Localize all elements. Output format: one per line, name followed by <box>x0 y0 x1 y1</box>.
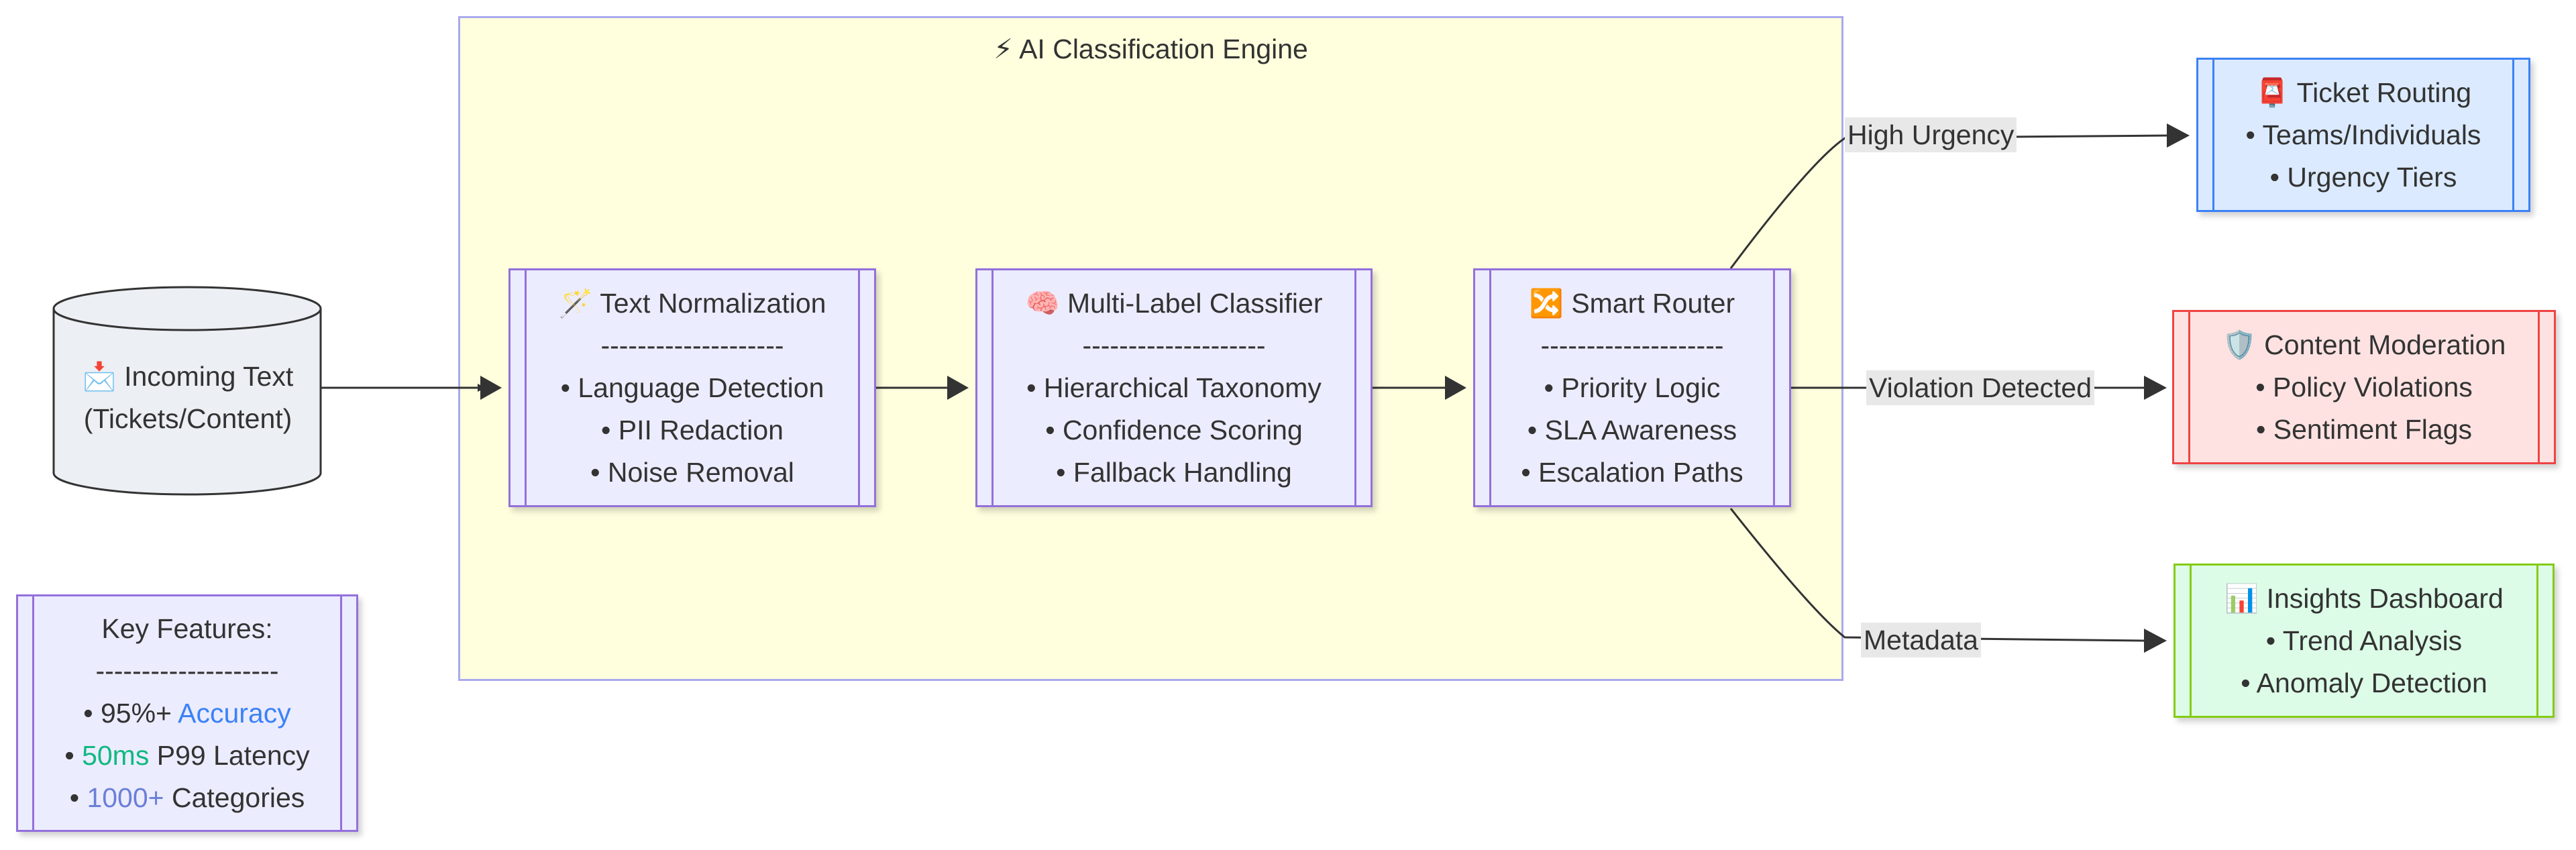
node-separator: -------------------- <box>95 655 279 686</box>
edge-router-to-routing <box>1729 134 2167 269</box>
node-item: • Language Detection <box>560 372 824 403</box>
arrowhead-routing <box>2167 123 2190 148</box>
node-title: 🧠 Multi-Label Classifier <box>1025 287 1323 319</box>
arrowhead-classifier <box>947 376 969 400</box>
incoming-text-subtitle: (Tickets/Content) <box>83 403 292 434</box>
node-item: • Escalation Paths <box>1521 456 1743 488</box>
content-moderation-node: 🛡️ Content Moderation • Policy Violation… <box>2172 310 2556 464</box>
node-item: • Policy Violations <box>2255 371 2473 403</box>
incoming-text-node: 📩 Incoming Text (Tickets/Content) <box>54 356 322 440</box>
ticket-routing-node: 📮 Ticket Routing • Teams/Individuals • U… <box>2196 58 2530 212</box>
key-features-title: Key Features: <box>101 613 273 644</box>
node-separator: -------------------- <box>1082 329 1266 361</box>
node-title: 🔀 Smart Router <box>1529 287 1735 319</box>
node-item: • Confidence Scoring <box>1045 414 1303 445</box>
node-item: • Hierarchical Taxonomy <box>1026 372 1322 403</box>
incoming-text-cylinder <box>52 286 322 496</box>
key-features-node: Key Features: -------------------- • 95%… <box>16 594 358 832</box>
feature-latency: • 50ms P99 Latency <box>64 739 310 771</box>
node-item: • Anomaly Detection <box>2241 667 2487 698</box>
node-item: • Priority Logic <box>1544 372 1721 403</box>
node-title: 📮 Ticket Routing <box>2255 76 2472 108</box>
text-normalization-node: 🪄 Text Normalization -------------------… <box>508 268 876 507</box>
node-item: • Noise Removal <box>590 456 794 488</box>
feature-categories: • 1000+ Categories <box>69 782 305 813</box>
node-item: • Sentiment Flags <box>2256 413 2472 445</box>
node-title: 🛡️ Content Moderation <box>2222 329 2506 360</box>
edge-label-violation-detected: Violation Detected <box>1866 370 2095 405</box>
node-separator: -------------------- <box>600 329 784 361</box>
multi-label-classifier-node: 🧠 Multi-Label Classifier ---------------… <box>975 268 1373 507</box>
node-item: • PII Redaction <box>601 414 784 445</box>
node-item: • Urgency Tiers <box>2269 161 2457 193</box>
incoming-text-title: 📩 Incoming Text <box>82 361 294 392</box>
insights-dashboard-node: 📊 Insights Dashboard • Trend Analysis • … <box>2174 564 2555 718</box>
feature-accuracy: • 95%+ Accuracy <box>83 697 291 729</box>
edge-label-metadata: Metadata <box>1861 623 1981 657</box>
node-separator: -------------------- <box>1540 329 1724 361</box>
smart-router-node: 🔀 Smart Router -------------------- • Pr… <box>1473 268 1791 507</box>
node-item: • Trend Analysis <box>2265 625 2463 656</box>
node-title: 📊 Insights Dashboard <box>2224 582 2504 614</box>
node-item: • Teams/Individuals <box>2245 119 2481 150</box>
arrowhead-dashboard <box>2144 629 2167 653</box>
edge-label-high-urgency: High Urgency <box>1845 117 2017 152</box>
edge-router-to-dashboard <box>1729 508 2145 642</box>
node-item: • SLA Awareness <box>1527 414 1737 445</box>
arrowhead-router <box>1445 376 1466 400</box>
node-item: • Fallback Handling <box>1056 456 1292 488</box>
node-title: 🪄 Text Normalization <box>558 287 826 319</box>
cluster-title: ⚡ AI Classification Engine <box>994 34 1308 64</box>
arrowhead-moderation <box>2144 376 2167 400</box>
arrowhead-normalize <box>480 376 502 400</box>
